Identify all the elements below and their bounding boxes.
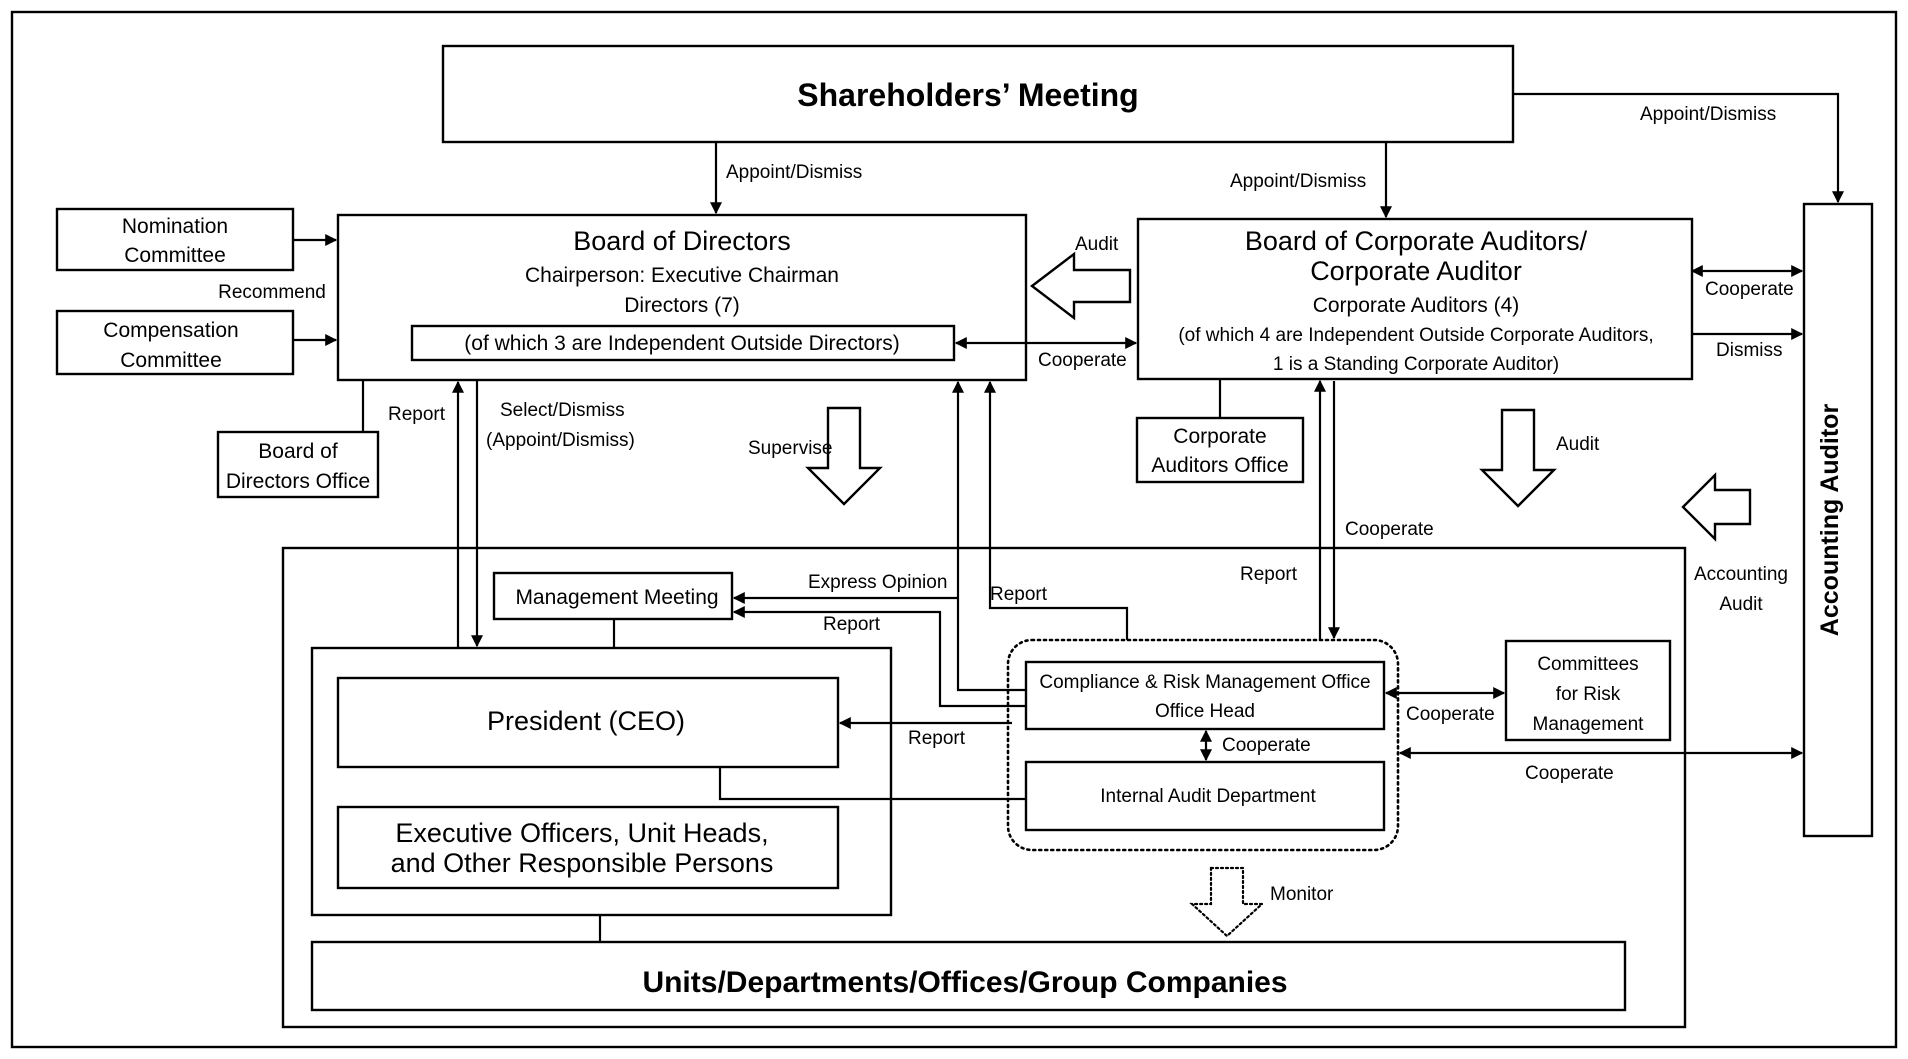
corporate-auditors-title-line1: Board of Corporate Auditors/ bbox=[1245, 226, 1588, 256]
monitor-label: Monitor bbox=[1270, 884, 1334, 905]
auditors-office-line1: Corporate bbox=[1173, 425, 1266, 448]
cooperate-ca-office-label: Cooperate bbox=[1345, 519, 1434, 540]
compensation-committee-line1: Compensation bbox=[103, 319, 238, 342]
audit-down-label: Audit bbox=[1556, 434, 1600, 455]
management-meeting-box: Management Meeting bbox=[492, 571, 734, 621]
cooperate-internal-label: Cooperate bbox=[1222, 735, 1311, 756]
auditors-office-line2: Auditors Office bbox=[1151, 454, 1288, 477]
risk-committees-line3: Management bbox=[1533, 714, 1645, 735]
cooperate-committees-label: Cooperate bbox=[1406, 704, 1495, 725]
dismiss-aa-label: Dismiss bbox=[1716, 340, 1783, 361]
units-label: Units/Departments/Offices/Group Companie… bbox=[642, 966, 1287, 999]
cooperate-bod-ca-label: Cooperate bbox=[1038, 350, 1127, 371]
audit-down-arrow bbox=[1479, 408, 1557, 508]
supervise-label: Supervise bbox=[748, 438, 833, 459]
report-mm-label: Report bbox=[823, 614, 881, 635]
express-opinion-label: Express Opinion bbox=[808, 572, 947, 593]
recommend-label: Recommend bbox=[218, 282, 326, 303]
report-president-label: Report bbox=[908, 728, 966, 749]
corporate-auditors-independent-line1: (of which 4 are Independent Outside Corp… bbox=[1178, 325, 1653, 346]
board-office-line1: Board of bbox=[258, 440, 338, 463]
shareholders-meeting-label: Shareholders’ Meeting bbox=[797, 77, 1138, 113]
president-label: President (CEO) bbox=[487, 706, 685, 736]
risk-committees-box: Committees for Risk Management bbox=[1504, 639, 1672, 742]
risk-committees-line2: for Risk bbox=[1556, 684, 1621, 705]
compliance-office-line2: Office Head bbox=[1155, 701, 1255, 722]
accounting-audit-line2: Audit bbox=[1719, 594, 1763, 615]
risk-committees-line1: Committees bbox=[1537, 654, 1638, 675]
units-box: Units/Departments/Offices/Group Companie… bbox=[310, 940, 1627, 1012]
accounting-auditor-box: Accounting Auditor bbox=[1802, 202, 1874, 838]
auditors-office-box: Corporate Auditors Office bbox=[1135, 416, 1305, 484]
report-office-label: Report bbox=[388, 404, 446, 425]
nomination-committee-box: Nomination Committee bbox=[55, 207, 295, 272]
accounting-audit-line1: Accounting bbox=[1694, 564, 1788, 585]
audit-bod-label: Audit bbox=[1075, 234, 1119, 255]
appoint-dismiss-ca-label: Appoint/Dismiss bbox=[1230, 171, 1366, 192]
board-independent-directors: (of which 3 are Independent Outside Dire… bbox=[464, 332, 899, 355]
compliance-office-box: Compliance & Risk Management Office Offi… bbox=[1024, 660, 1386, 731]
board-of-directors-box: Board of Directors Chairperson: Executiv… bbox=[336, 213, 1028, 382]
nomination-committee-line2: Committee bbox=[124, 244, 226, 267]
appoint-dismiss-paren-label: (Appoint/Dismiss) bbox=[486, 430, 635, 451]
report-ca-label: Report bbox=[1240, 564, 1298, 585]
monitor-arrow bbox=[1189, 866, 1265, 938]
select-dismiss-label: Select/Dismiss bbox=[500, 400, 625, 421]
report-bod-label: Report bbox=[990, 584, 1048, 605]
nomination-committee-line1: Nomination bbox=[122, 215, 228, 238]
appoint-dismiss-bod-label: Appoint/Dismiss bbox=[726, 162, 862, 183]
board-of-directors-title: Board of Directors bbox=[573, 226, 791, 256]
audit-arrow-left bbox=[1030, 251, 1132, 321]
president-box: President (CEO) bbox=[336, 676, 840, 769]
supervise-arrow bbox=[805, 406, 883, 506]
board-chairperson: Chairperson: Executive Chairman bbox=[525, 264, 839, 287]
board-directors-count: Directors (7) bbox=[624, 294, 740, 317]
executive-officers-box: Executive Officers, Unit Heads, and Othe… bbox=[336, 805, 840, 890]
appoint-dismiss-aa-label: Appoint/Dismiss bbox=[1640, 104, 1776, 125]
internal-audit-label: Internal Audit Department bbox=[1100, 786, 1316, 807]
corporate-auditors-count: Corporate Auditors (4) bbox=[1313, 294, 1520, 317]
cooperate-internal-aa-label: Cooperate bbox=[1525, 763, 1614, 784]
cooperate-ca-aa-label: Cooperate bbox=[1705, 279, 1794, 300]
internal-audit-box: Internal Audit Department bbox=[1024, 760, 1386, 832]
risk-management-group bbox=[1006, 638, 1400, 852]
corporate-auditors-title-line2: Corporate Auditor bbox=[1310, 256, 1522, 286]
management-meeting-label: Management Meeting bbox=[515, 586, 718, 609]
accounting-auditor-label: Accounting Auditor bbox=[1816, 404, 1844, 637]
compensation-committee-box: Compensation Committee bbox=[55, 309, 295, 376]
shareholders-meeting-box: Shareholders’ Meeting bbox=[441, 44, 1515, 144]
executive-officers-line2: and Other Responsible Persons bbox=[391, 848, 774, 878]
compensation-committee-line2: Committee bbox=[120, 349, 222, 372]
accounting-audit-arrow bbox=[1681, 472, 1752, 542]
compliance-office-line1: Compliance & Risk Management Office bbox=[1039, 672, 1370, 693]
corporate-auditors-independent-line2: 1 is a Standing Corporate Auditor) bbox=[1273, 354, 1559, 375]
executive-officers-line1: Executive Officers, Unit Heads, bbox=[395, 818, 768, 848]
board-office-box: Board of Directors Office bbox=[216, 430, 380, 499]
corporate-auditors-box: Board of Corporate Auditors/ Corporate A… bbox=[1136, 217, 1694, 381]
board-office-line2: Directors Office bbox=[226, 470, 370, 493]
